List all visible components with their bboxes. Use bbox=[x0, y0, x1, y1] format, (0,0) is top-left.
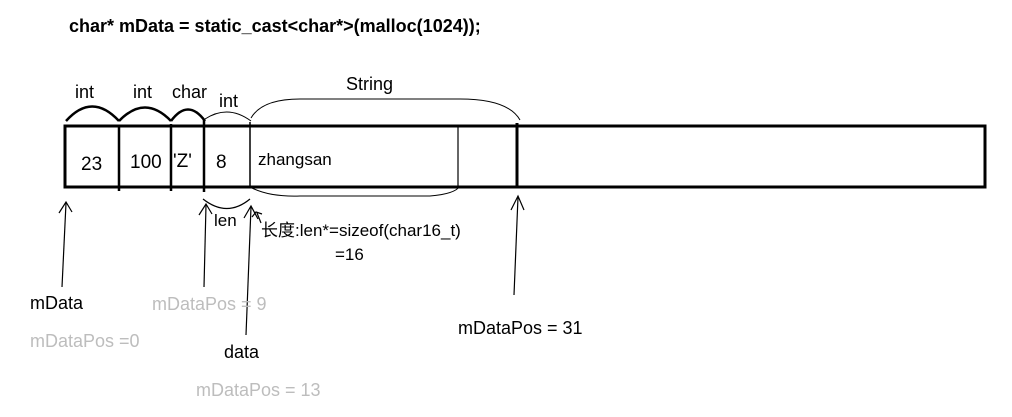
arrow-data bbox=[243, 204, 259, 336]
cell-value-string: zhangsan bbox=[258, 150, 332, 169]
arrow-pos31 bbox=[510, 194, 525, 296]
label-int-3: int bbox=[219, 91, 239, 111]
cell-value-char: 'Z' bbox=[173, 151, 192, 172]
cell-value-100: 100 bbox=[130, 152, 162, 173]
label-mdatapos-9: mDataPos = 9 bbox=[152, 294, 267, 314]
arrow-length bbox=[251, 211, 263, 224]
label-mdatapos-13: mDataPos = 13 bbox=[196, 380, 321, 400]
brace-int1 bbox=[65, 105, 120, 122]
brace-len bbox=[202, 198, 251, 210]
label-mdatapos-0: mDataPos =0 bbox=[30, 331, 140, 351]
label-int-1: int bbox=[75, 82, 95, 102]
cell-value-23: 23 bbox=[81, 154, 103, 175]
length-formula: 长度:len*=sizeof(char16_t) bbox=[261, 221, 461, 240]
arrow-pos9 bbox=[198, 202, 213, 288]
memory-buffer bbox=[63, 124, 987, 189]
label-char: char bbox=[172, 82, 208, 102]
cell-value-len: 8 bbox=[216, 152, 227, 173]
label-data: data bbox=[224, 342, 260, 362]
length-value: =16 bbox=[335, 245, 364, 264]
label-string: String bbox=[346, 74, 394, 94]
arrow-mdata bbox=[58, 200, 73, 288]
brace-char bbox=[169, 108, 207, 122]
brace-string bbox=[250, 98, 521, 121]
label-int-2: int bbox=[133, 82, 153, 102]
brace-string-data bbox=[251, 185, 461, 197]
brace-int2 bbox=[118, 106, 172, 122]
label-len: len bbox=[214, 211, 237, 230]
code-line: char* mData = static_cast<char*>(malloc(… bbox=[69, 16, 481, 36]
brace-int3 bbox=[204, 111, 252, 122]
label-mdata: mData bbox=[30, 293, 84, 313]
label-mdatapos-31: mDataPos = 31 bbox=[458, 318, 583, 338]
